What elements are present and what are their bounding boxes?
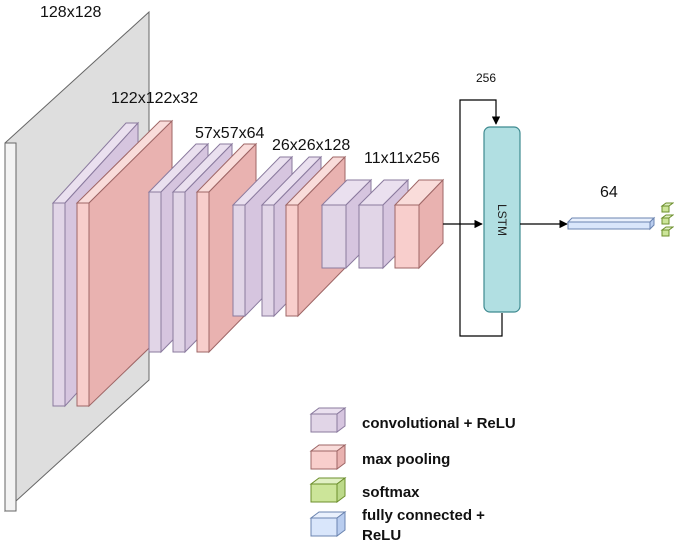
- legend-fc-label-line2: ReLU: [362, 527, 401, 544]
- legend-conv-label: convolutional + ReLU: [362, 415, 516, 432]
- legend-softmax-swatch: [309, 477, 347, 503]
- recurrent-size-label: 256: [476, 71, 496, 85]
- conv1-size-label: 122x122x32: [111, 90, 198, 107]
- input-size-label: 128x128: [40, 4, 101, 21]
- conv3-size-label: 26x26x128: [272, 137, 350, 154]
- legend-conv-swatch: [309, 407, 347, 433]
- legend: convolutional + ReLU max pooling softmax…: [309, 407, 516, 544]
- lstm-recurrent-loop-arrow: [459, 99, 503, 337]
- lstm-block: [483, 126, 521, 313]
- lstm-label: LSTM: [495, 204, 509, 236]
- legend-fc-swatch: [309, 511, 347, 537]
- conv-block-4-pool-layer: [393, 178, 445, 270]
- softmax-output-cubes: [660, 202, 674, 237]
- legend-pool-swatch: [309, 444, 347, 470]
- fully-connected-layer: [566, 216, 656, 231]
- legend-fc-label-line1: fully connected +: [362, 507, 485, 524]
- conv2-size-label: 57x57x64: [195, 125, 264, 142]
- legend-pool-label: max pooling: [362, 451, 450, 468]
- conv4-size-label: 11x11x256: [364, 150, 440, 167]
- legend-softmax-label: softmax: [362, 484, 420, 501]
- fc-size-label: 64: [600, 184, 618, 201]
